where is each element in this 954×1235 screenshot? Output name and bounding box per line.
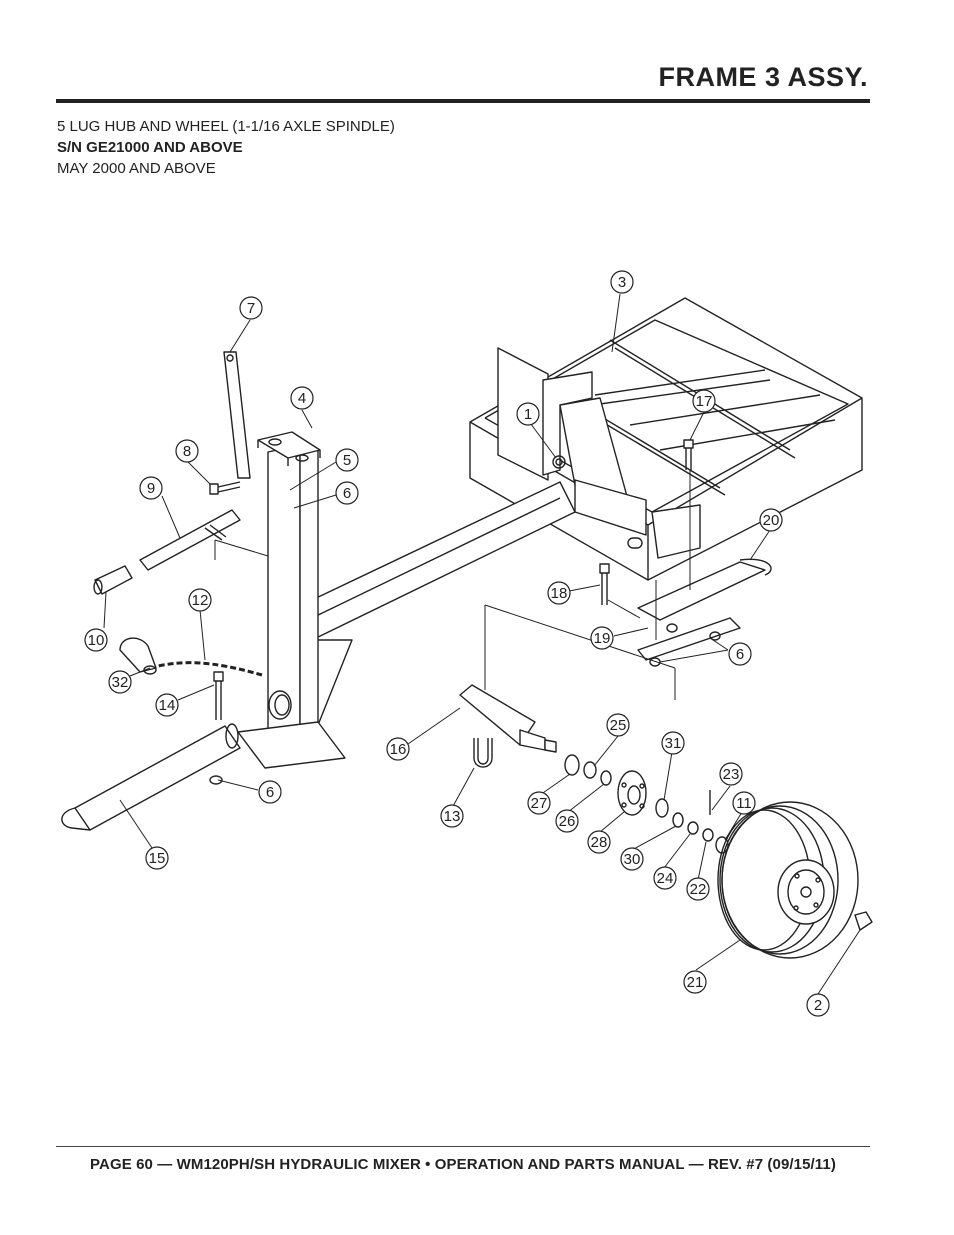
callout-9: 9 xyxy=(139,476,163,500)
svg-text:3: 3 xyxy=(618,274,626,291)
callout-4: 4 xyxy=(290,386,314,410)
header-rule xyxy=(56,99,870,103)
callout-22: 22 xyxy=(686,877,710,901)
callout-13: 13 xyxy=(440,804,464,828)
wheel-tire xyxy=(717,801,873,959)
callout-16: 16 xyxy=(386,737,410,761)
callout-12: 12 xyxy=(188,588,212,612)
svg-text:10: 10 xyxy=(88,632,105,649)
svg-text:18: 18 xyxy=(551,585,568,602)
callout-27: 27 xyxy=(527,791,551,815)
callout-6-c: 6 xyxy=(258,780,282,804)
callout-30: 30 xyxy=(620,847,644,871)
svg-text:16: 16 xyxy=(390,741,407,758)
handle-bar xyxy=(223,351,251,479)
svg-text:24: 24 xyxy=(657,870,674,887)
callout-8: 8 xyxy=(175,439,199,463)
svg-text:11: 11 xyxy=(736,795,752,812)
svg-text:9: 9 xyxy=(147,480,155,497)
callout-2: 2 xyxy=(806,993,830,1017)
tongue-extension xyxy=(61,723,241,831)
svg-text:31: 31 xyxy=(665,735,682,752)
svg-text:6: 6 xyxy=(736,646,744,663)
leader-lines xyxy=(103,293,861,995)
callout-6-b: 6 xyxy=(728,642,752,666)
tongue-tube xyxy=(311,481,576,741)
svg-text:12: 12 xyxy=(192,592,209,609)
callout-7: 7 xyxy=(239,296,263,320)
page-footer: PAGE 60 — WM120PH/SH HYDRAULIC MIXER • O… xyxy=(90,1156,836,1173)
description-line-1: 5 LUG HUB AND WHEEL (1-1/16 AXLE SPINDLE… xyxy=(57,118,395,135)
bolt-14 xyxy=(213,671,224,720)
svg-text:5: 5 xyxy=(343,452,351,469)
callout-31: 31 xyxy=(661,731,685,755)
callout-25: 25 xyxy=(606,713,630,737)
svg-text:7: 7 xyxy=(247,300,255,317)
callout-18: 18 xyxy=(547,581,571,605)
svg-text:14: 14 xyxy=(159,697,176,714)
frame-assembly xyxy=(469,297,863,581)
callout-11: 11 xyxy=(732,791,756,815)
alignment-lines xyxy=(214,470,691,700)
svg-text:26: 26 xyxy=(559,813,576,830)
svg-text:21: 21 xyxy=(687,974,704,991)
jack-post xyxy=(237,431,346,769)
callout-24: 24 xyxy=(653,866,677,890)
callout-19: 19 xyxy=(590,626,614,650)
svg-text:20: 20 xyxy=(763,512,780,529)
safety-chain xyxy=(119,637,263,677)
u-bolt xyxy=(473,738,493,768)
callout-6-a: 6 xyxy=(335,481,359,505)
svg-text:2: 2 xyxy=(814,997,822,1014)
svg-text:22: 22 xyxy=(690,881,707,898)
callout-1: 1 xyxy=(516,402,540,426)
bolt-8 xyxy=(209,481,241,495)
axle-spindle xyxy=(459,684,557,753)
svg-text:13: 13 xyxy=(444,808,461,825)
svg-text:6: 6 xyxy=(343,485,351,502)
svg-text:1: 1 xyxy=(524,406,532,423)
svg-text:15: 15 xyxy=(149,850,166,867)
callout-21: 21 xyxy=(683,970,707,994)
callout-14: 14 xyxy=(155,693,179,717)
svg-text:28: 28 xyxy=(591,834,608,851)
page-title: FRAME 3 ASSY. xyxy=(658,62,868,92)
callout-28: 28 xyxy=(587,830,611,854)
callout-17: 17 xyxy=(692,389,716,413)
callout-10: 10 xyxy=(84,628,108,652)
svg-text:17: 17 xyxy=(696,393,713,410)
callout-20: 20 xyxy=(759,508,783,532)
date-range: MAY 2000 AND ABOVE xyxy=(57,160,216,177)
callout-15: 15 xyxy=(145,846,169,870)
assembly-description: 5 LUG HUB AND WHEEL (1-1/16 AXLE SPINDLE… xyxy=(57,116,395,179)
callout-32: 32 xyxy=(108,670,132,694)
sleeve-10 xyxy=(93,565,133,595)
svg-text:6: 6 xyxy=(266,784,274,801)
svg-text:4: 4 xyxy=(298,390,306,407)
svg-text:25: 25 xyxy=(610,717,627,734)
callout-26: 26 xyxy=(555,809,579,833)
callout-bubbles: 1 2 3 4 5 6 6 6 6 7 8 9 10 11 12 13 14 1… xyxy=(84,270,830,1017)
svg-text:8: 8 xyxy=(183,443,191,460)
svg-text:30: 30 xyxy=(624,851,641,868)
serial-number-range: S/N GE21000 AND ABOVE xyxy=(57,139,243,156)
callout-23: 23 xyxy=(719,762,743,786)
callout-5: 5 xyxy=(335,448,359,472)
svg-text:19: 19 xyxy=(594,630,611,647)
footer-rule xyxy=(56,1146,870,1147)
svg-text:32: 32 xyxy=(112,674,129,691)
callout-3: 3 xyxy=(610,270,634,294)
pin-9 xyxy=(139,509,241,571)
svg-text:27: 27 xyxy=(531,795,548,812)
svg-text:23: 23 xyxy=(723,766,740,783)
